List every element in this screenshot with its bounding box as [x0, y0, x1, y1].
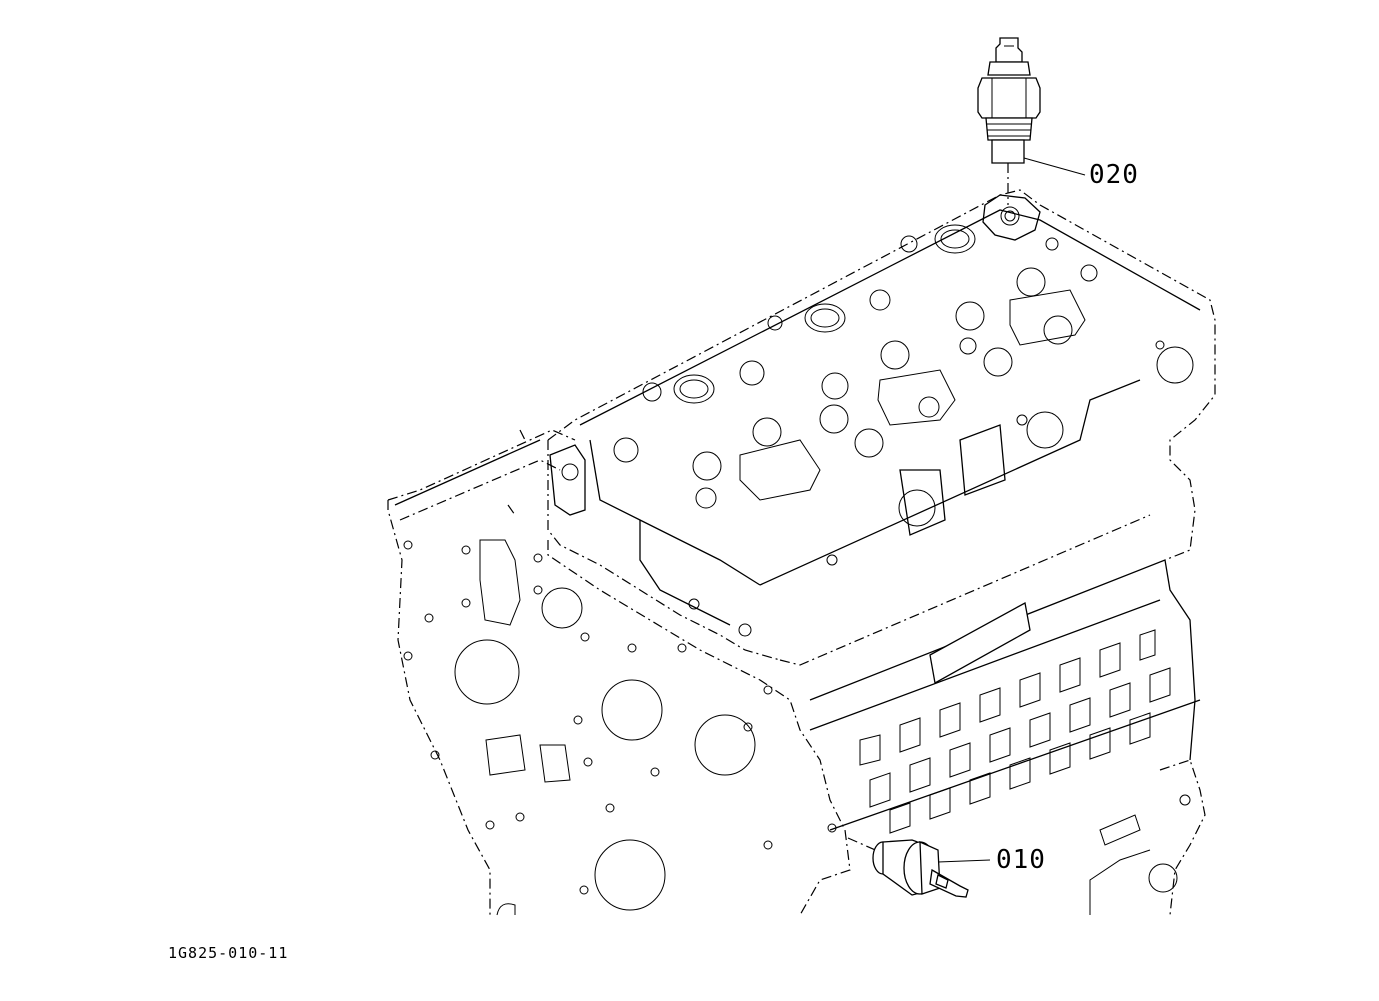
callout-010: 010: [937, 845, 1046, 875]
engine-block: [387, 429, 1206, 916]
sensor-020: [977, 37, 1041, 205]
callout-label-010: 010: [996, 845, 1046, 875]
document-code: 1G825-010-11: [168, 944, 289, 962]
bolt-holes-front: [403, 540, 837, 895]
callout-020: 020: [1023, 157, 1139, 190]
cylinder-head: [547, 189, 1216, 666]
crankcase-ribs: [859, 629, 1171, 834]
switch-010: [847, 837, 969, 898]
callout-label-020: 020: [1089, 160, 1139, 190]
injector-bores: [673, 224, 976, 404]
valve-ports: [613, 235, 1098, 509]
